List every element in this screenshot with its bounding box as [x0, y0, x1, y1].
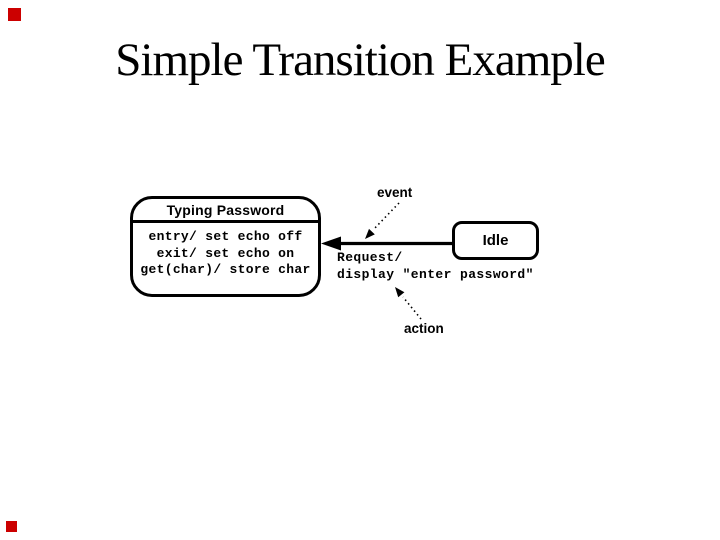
state-idle: Idle [452, 221, 539, 260]
state-typing-password-name: Typing Password [133, 199, 318, 223]
red-corner-marker-bottom [6, 521, 17, 532]
internal-action-exit: exit/ set echo on [156, 245, 295, 261]
transition-label-action-part: display "enter password" [337, 267, 534, 282]
state-typing-password: Typing Password entry/ set echo off exit… [130, 196, 321, 297]
event-annotation-label: event [377, 185, 413, 200]
transition-label-event-part: Request/ [337, 250, 403, 265]
state-idle-name: Idle [482, 232, 509, 249]
action-annotation-label: action [404, 321, 444, 336]
red-corner-marker-top [8, 8, 21, 21]
state-typing-password-internal-actions: entry/ set echo off exit/ set echo on ge… [133, 223, 318, 279]
internal-action-entry: entry/ set echo off [148, 229, 303, 244]
slide-title: Simple Transition Example [115, 34, 605, 86]
event-pointer-arrow [365, 202, 400, 239]
action-pointer-arrow [395, 287, 422, 320]
transition-arrow [321, 236, 455, 251]
internal-action-get-char: get(char)/ store char [140, 262, 311, 277]
